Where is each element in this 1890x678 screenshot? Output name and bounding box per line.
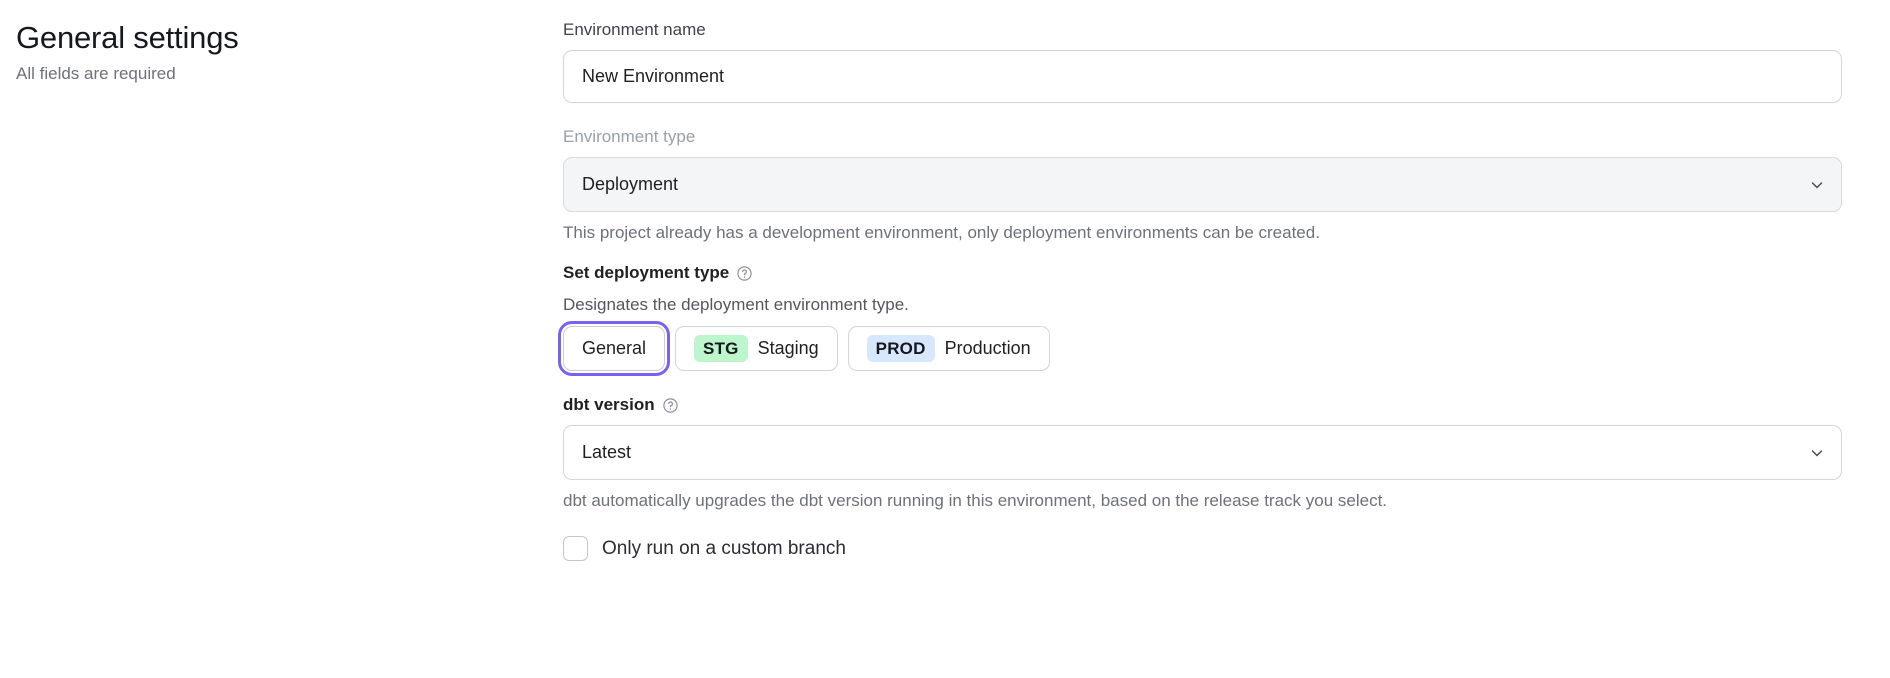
- deployment-type-option-production[interactable]: PROD Production: [847, 326, 1050, 371]
- environment-type-value: Deployment: [582, 174, 679, 194]
- environment-type-field: Environment type Deployment This project…: [563, 125, 1842, 245]
- environment-type-select-wrap: Deployment: [563, 157, 1842, 212]
- page-subtitle: All fields are required: [16, 64, 176, 83]
- environment-name-input[interactable]: [563, 50, 1842, 103]
- custom-branch-label: Only run on a custom branch: [602, 537, 846, 559]
- deployment-type-label: Set deployment type: [563, 263, 730, 282]
- environment-name-label: Environment name: [563, 20, 706, 39]
- environment-type-label: Environment type: [563, 127, 696, 146]
- deployment-type-option-staging-label: Staging: [757, 338, 819, 358]
- environment-type-select[interactable]: Deployment: [563, 157, 1842, 212]
- settings-form-column: Environment name Environment type Deploy…: [557, 0, 1890, 561]
- staging-badge: STG: [694, 335, 748, 362]
- custom-branch-row: Only run on a custom branch: [563, 536, 1842, 561]
- deployment-type-options: General STG Staging PROD Production: [557, 321, 1842, 376]
- question-circle-icon[interactable]: [736, 265, 753, 282]
- deployment-type-option-staging[interactable]: STG Staging: [675, 326, 838, 371]
- custom-branch-checkbox[interactable]: [563, 536, 588, 561]
- dbt-version-select-wrap: Latest: [563, 425, 1842, 480]
- question-circle-icon[interactable]: [662, 397, 679, 414]
- deployment-type-description: Designates the deployment environment ty…: [563, 295, 909, 314]
- deployment-type-field: Set deployment type Designates the deplo…: [557, 261, 1842, 376]
- settings-intro-column: General settings All fields are required: [0, 0, 563, 86]
- dbt-version-select[interactable]: Latest: [563, 425, 1842, 480]
- production-badge: PROD: [866, 335, 935, 362]
- environment-type-hint: This project already has a development e…: [563, 223, 1320, 242]
- deployment-type-option-general[interactable]: General: [557, 321, 671, 376]
- dbt-version-label: dbt version: [563, 395, 655, 414]
- dbt-version-label-row: dbt version: [563, 393, 1842, 417]
- page-title: General settings: [16, 20, 239, 55]
- dbt-version-hint: dbt automatically upgrades the dbt versi…: [563, 491, 1388, 510]
- deployment-type-option-general-label: General: [582, 338, 647, 358]
- environment-name-field: Environment name: [563, 18, 1842, 103]
- dbt-version-field: dbt version Latest: [563, 393, 1842, 513]
- dbt-version-value: Latest: [582, 442, 632, 462]
- deployment-type-label-row: Set deployment type: [563, 261, 1842, 285]
- deployment-type-option-production-label: Production: [944, 338, 1031, 358]
